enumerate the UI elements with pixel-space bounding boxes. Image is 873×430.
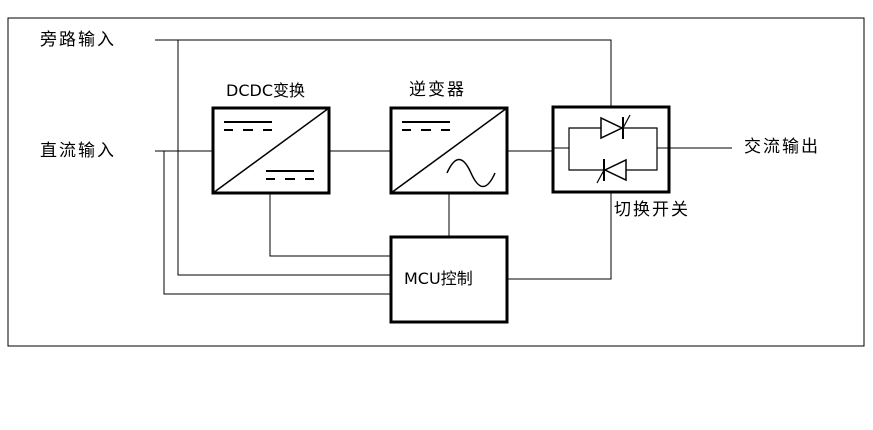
switch-block: [551, 105, 671, 194]
bypass-line: [155, 39, 612, 107]
inverter-block: [389, 106, 509, 195]
dcdc-label: DCDC变换: [226, 81, 305, 100]
thyristor-lower-icon: [596, 158, 627, 184]
outer-frame: [7, 17, 865, 347]
bypass-input-label: 旁路输入: [40, 30, 116, 50]
dc-input-label: 直流输入: [40, 141, 116, 161]
dcdc-block: [211, 106, 331, 195]
inverter-label: 逆变器: [409, 80, 466, 100]
ac-sine-symbol: [446, 158, 496, 188]
ac-output-label: 交流输出: [744, 137, 820, 157]
mcu-label: MCU控制: [404, 269, 473, 288]
mcu-block: [389, 235, 509, 324]
switch-label: 切换开关: [614, 200, 690, 220]
control-lines: [163, 40, 612, 295]
thyristor-upper-icon: [600, 114, 631, 140]
